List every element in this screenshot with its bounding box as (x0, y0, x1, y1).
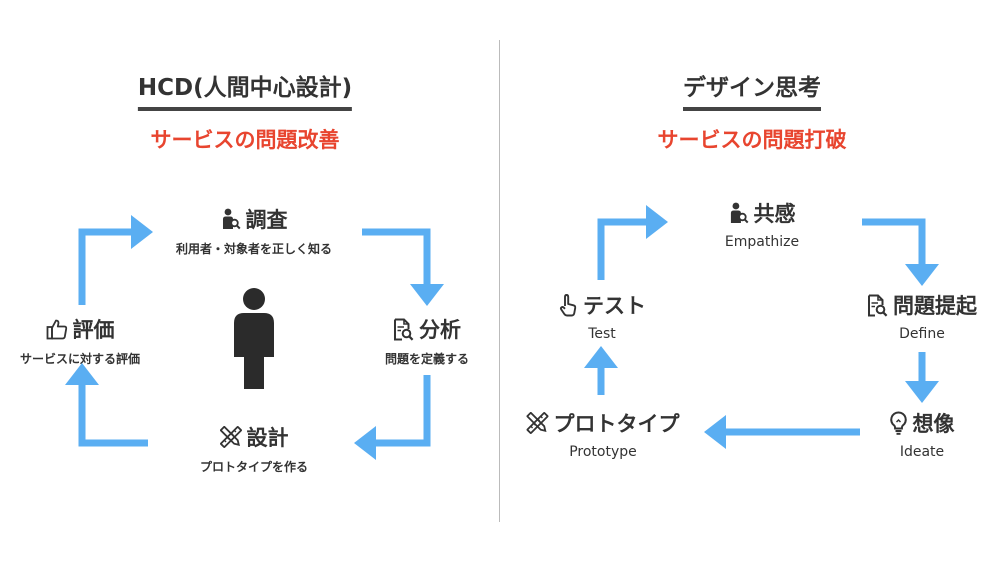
hcd-title-underline (137, 107, 353, 111)
arrow-prototype-to-test-head (584, 346, 618, 368)
arrow-research-to-analysis (362, 228, 444, 306)
dt-step-ideate: 想像 Ideate (890, 408, 955, 460)
dt-empathize-label: 共感 (753, 202, 796, 226)
dt-empathize-sub: Empathize (724, 234, 800, 250)
document-search-icon (393, 318, 414, 341)
arrow-prototype-to-test (584, 346, 618, 395)
dt-title-underline (683, 107, 821, 111)
dt-test-label: テスト (583, 294, 646, 318)
hcd-title-block: HCD(人間中心設計) (137, 68, 353, 111)
arrow-test-to-empathize (597, 205, 668, 280)
dt-prototype-label: プロトタイプ (553, 412, 680, 436)
dt-step-prototype: プロトタイプ Prototype (526, 408, 680, 460)
dt-define-label: 問題提起 (893, 294, 977, 318)
arrow-test-to-empathize-head (646, 205, 668, 239)
lightbulb-icon (890, 411, 908, 435)
arrow-analysis-to-design (354, 375, 431, 460)
arrow-evaluation-to-research-head (131, 215, 153, 249)
dt-ideate-sub: Ideate (899, 444, 945, 460)
arrow-empathize-to-define-head (905, 264, 939, 286)
dt-title: デザイン思考 (683, 75, 821, 101)
arrow-analysis-to-design-shaft (374, 375, 431, 447)
hcd-step-evaluation: 評価 サービスに対する評価 (20, 314, 140, 367)
pencil-ruler-icon (219, 426, 242, 448)
person-search-icon (220, 208, 241, 230)
dt-ideate-label: 想像 (912, 412, 955, 436)
hcd-step-analysis: 分析 問題を定義する (385, 314, 469, 367)
hcd-research-label: 調査 (245, 208, 288, 232)
dt-title-block: デザイン思考 (683, 68, 821, 111)
person-search-icon (728, 202, 749, 224)
hcd-analysis-sub: 問題を定義する (384, 352, 470, 366)
hcd-step-design: 設計 プロトタイプを作る (200, 422, 308, 475)
dt-prototype-sub: Prototype (569, 444, 637, 460)
arrow-test-to-empathize-shaft (597, 218, 648, 280)
hcd-evaluation-label: 評価 (72, 318, 115, 342)
dt-step-define: 問題提起 Define (867, 290, 977, 342)
dt-step-test: テスト Test (558, 290, 646, 342)
tap-icon (558, 293, 578, 317)
hcd-evaluation-sub: サービスに対する評価 (19, 352, 141, 366)
arrow-evaluation-to-research-shaft (78, 228, 133, 305)
arrow-research-to-analysis-head (410, 284, 444, 306)
hcd-subtitle: サービスの問題改善 (150, 128, 340, 152)
section-divider (499, 40, 500, 522)
document-search-icon (867, 294, 888, 317)
dt-define-sub: Define (899, 326, 945, 342)
hcd-design-label: 設計 (246, 426, 289, 450)
hcd-design-sub: プロトタイプを作る (199, 460, 309, 474)
arrow-define-to-ideate (905, 352, 939, 403)
arrow-define-to-ideate-head (905, 381, 939, 403)
thumbs-up-icon (45, 318, 67, 340)
arrow-analysis-to-design-head (354, 426, 376, 460)
person-figure-icon (230, 287, 278, 393)
arrow-ideate-to-prototype (704, 415, 860, 449)
hcd-step-research: 調査 利用者・対象者を正しく知る (176, 204, 332, 257)
arrow-evaluation-to-research (78, 215, 153, 305)
dt-subtitle: サービスの問題打破 (657, 128, 847, 152)
arrow-design-to-evaluation-shaft (78, 383, 148, 447)
arrow-design-to-evaluation-head (65, 363, 99, 385)
arrow-ideate-to-prototype-head (704, 415, 726, 449)
arrow-research-to-analysis-shaft (362, 228, 431, 286)
arrow-design-to-evaluation (65, 363, 148, 447)
hcd-title: HCD(人間中心設計) (137, 75, 353, 101)
dt-step-empathize: 共感 Empathize (725, 198, 799, 250)
pencil-ruler-icon (526, 412, 549, 434)
hcd-analysis-label: 分析 (418, 318, 461, 342)
dt-test-sub: Test (588, 326, 616, 342)
arrow-empathize-to-define-shaft (862, 218, 926, 266)
hcd-research-sub: 利用者・対象者を正しく知る (175, 242, 333, 256)
arrow-empathize-to-define (862, 218, 939, 286)
